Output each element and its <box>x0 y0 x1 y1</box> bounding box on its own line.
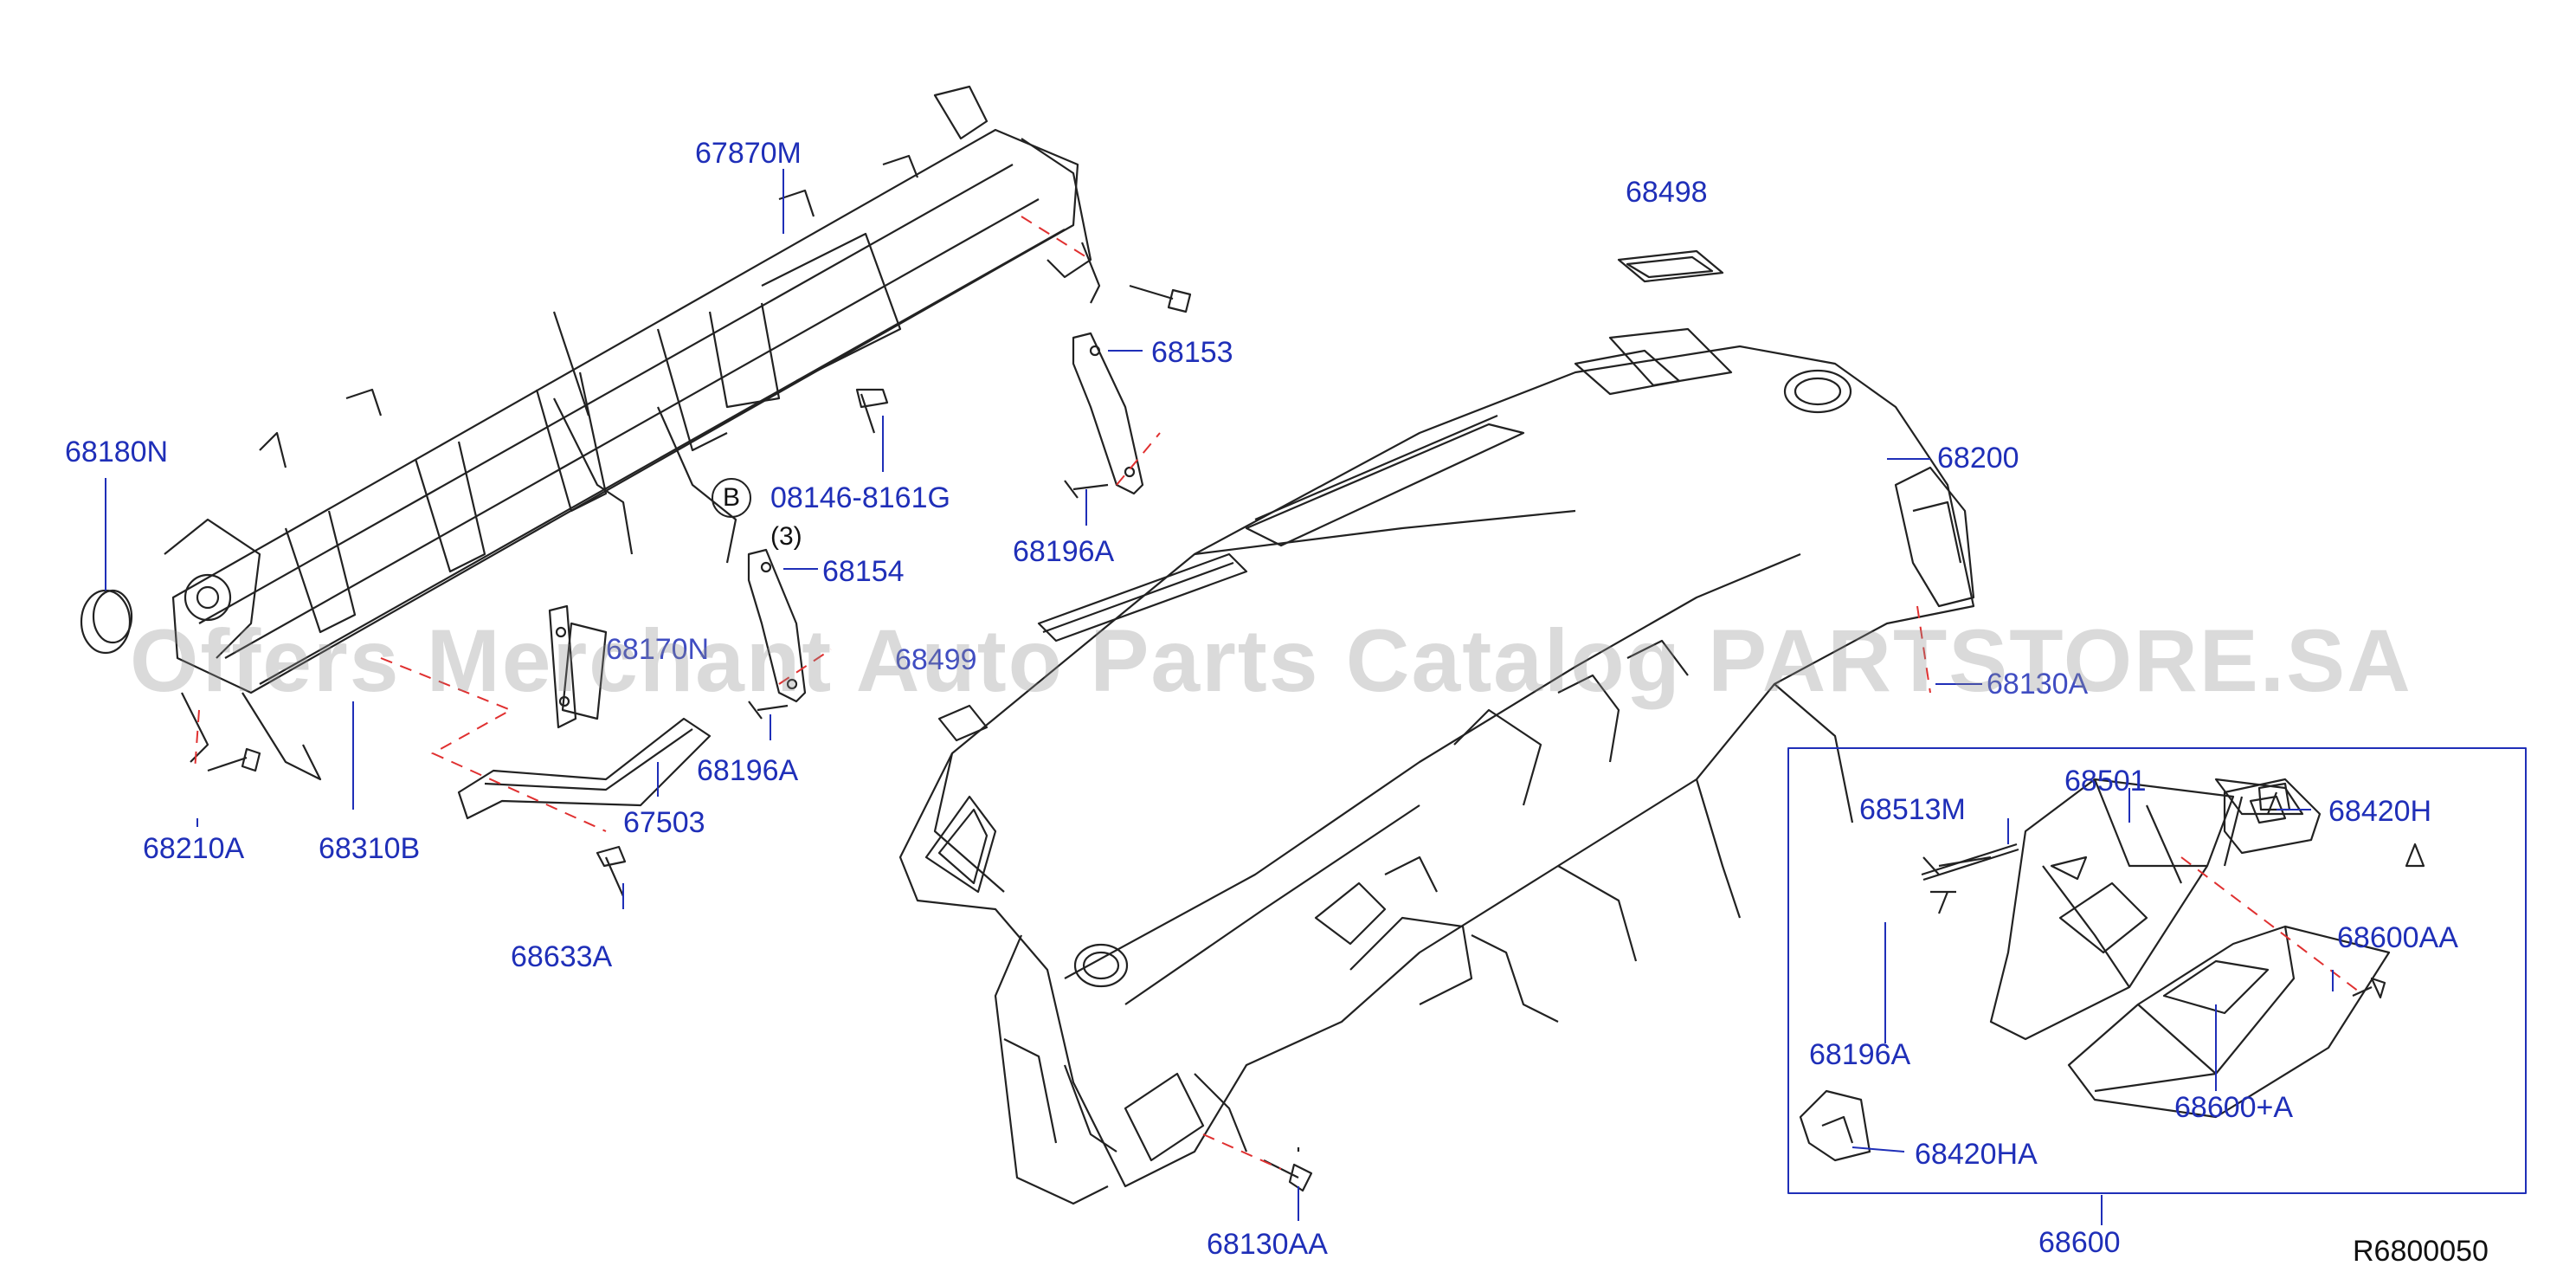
diagram-reference-code: R6800050 <box>2353 1235 2489 1268</box>
callout-68210A[interactable]: 68210A <box>143 832 245 865</box>
callout-68153[interactable]: 68153 <box>1151 336 1233 369</box>
callout-68499[interactable]: 68499 <box>895 643 977 676</box>
pad-68498 <box>1617 249 1724 283</box>
callout-68310B[interactable]: 68310B <box>319 832 421 865</box>
leader-lines <box>105 169 2334 1225</box>
pad-68420H <box>2223 778 2322 855</box>
callout-68180N[interactable]: 68180N <box>65 436 169 468</box>
group-box-68600 <box>1787 747 2527 1194</box>
callout-68600-A[interactable]: 68600+A <box>2174 1091 2294 1124</box>
bracket-68154 <box>747 548 807 703</box>
assembly-lines <box>194 216 2360 1170</box>
callout-08146-8161G[interactable]: 08146-8161G <box>770 481 950 514</box>
glove-box-assembly <box>1922 778 2391 1119</box>
callout-68513M[interactable]: 68513M <box>1859 793 1966 826</box>
callout-68633A[interactable]: 68633A <box>511 940 613 973</box>
callout-68130A[interactable]: 68130A <box>1987 668 2089 701</box>
instrument-panel <box>898 327 1975 1205</box>
reinforcement-beam <box>164 85 1101 781</box>
bracket-68153 <box>1072 332 1144 495</box>
callout-68196A-upper[interactable]: 68196A <box>1013 535 1115 568</box>
callout-67870M[interactable]: 67870M <box>695 137 802 170</box>
bracket-68170N <box>548 604 577 729</box>
callout-68196A-lower[interactable]: 68196A <box>1809 1038 1911 1071</box>
callout-68420HA[interactable]: 68420HA <box>1915 1138 2038 1171</box>
pin-68513M <box>1921 843 2019 881</box>
callout-68600[interactable]: 68600 <box>2038 1226 2121 1259</box>
bolts <box>207 284 2425 1192</box>
callout-68196A-middle[interactable]: 68196A <box>697 754 799 787</box>
callout-68130AA[interactable]: 68130AA <box>1207 1228 1328 1261</box>
callout-68200[interactable]: 68200 <box>1937 442 2019 475</box>
quantity-note: (3) <box>770 522 802 551</box>
callout-68498[interactable]: 68498 <box>1626 176 1708 209</box>
callout-68154[interactable]: 68154 <box>822 555 905 588</box>
pad-68420HA <box>1799 1089 1871 1162</box>
callout-68501[interactable]: 68501 <box>2064 765 2147 797</box>
callout-68600AA[interactable]: 68600AA <box>2337 921 2458 954</box>
badge-b: B <box>712 478 751 518</box>
duct-67503 <box>457 717 712 820</box>
cap-68180N <box>80 589 133 655</box>
callout-68420H[interactable]: 68420H <box>2328 795 2432 828</box>
callout-68170N[interactable]: 68170N <box>606 633 710 666</box>
callout-67503[interactable]: 67503 <box>623 806 705 839</box>
